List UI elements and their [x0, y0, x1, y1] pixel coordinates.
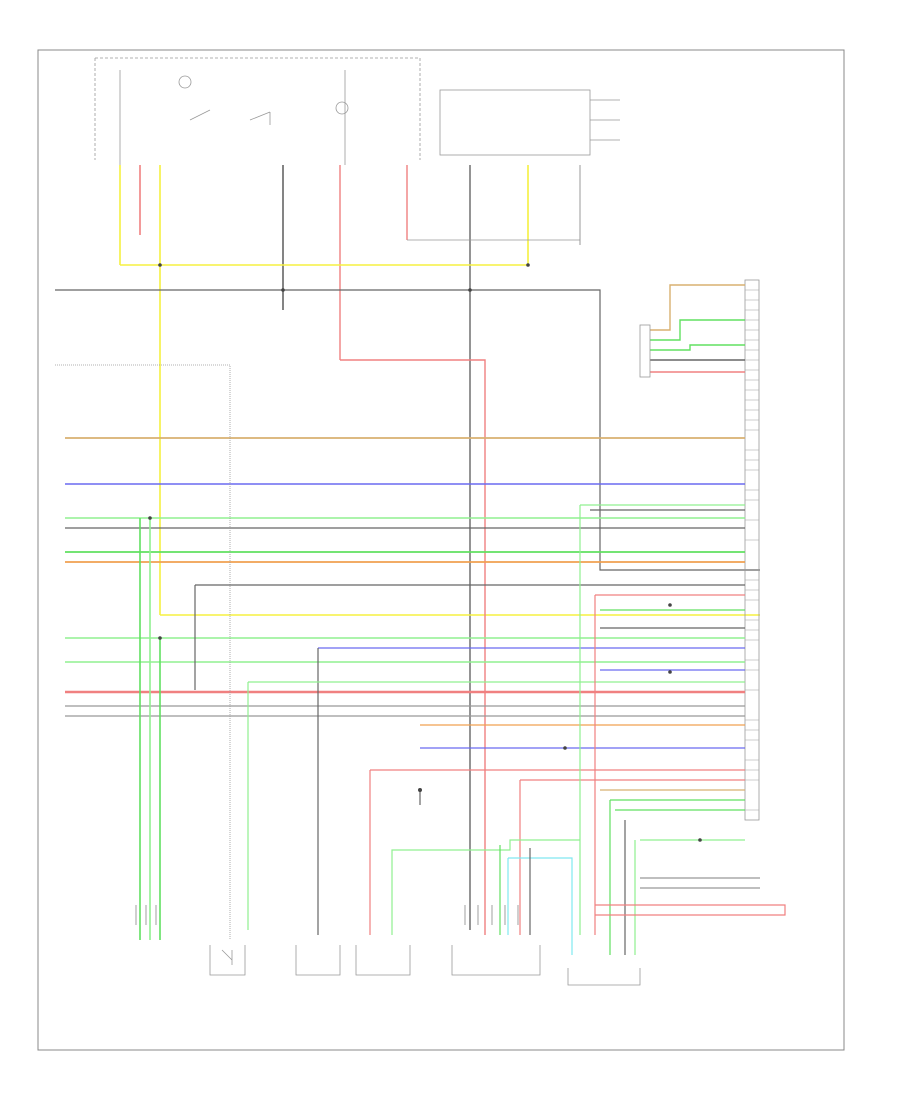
ground-bus — [55, 289, 760, 571]
sensor-connector-upper — [639, 324, 651, 378]
splice-dots — [148, 263, 702, 842]
bottom-component-5 — [567, 968, 641, 986]
right-side-runs — [194, 504, 745, 935]
ecm-connector-block — [744, 279, 760, 821]
lower-middle-wiring — [391, 790, 786, 955]
bottom-component-2 — [295, 945, 341, 976]
green-drop-wires — [139, 518, 161, 940]
relay-box-top-right — [439, 89, 591, 156]
dotted-feed — [55, 364, 231, 940]
bottom-components — [209, 945, 641, 986]
fuse-circle-icon — [178, 75, 192, 89]
top-fuse-feeds — [119, 70, 346, 165]
relay-box-leads — [590, 99, 620, 141]
diagram-frame — [37, 49, 845, 1051]
top-dashed-component-box — [94, 57, 421, 160]
switch-contacts — [189, 109, 271, 125]
upper-right-harness — [650, 284, 745, 373]
bottom-component-1 — [209, 945, 246, 976]
relay-coil-icon — [335, 101, 349, 115]
connector-pin-ticks — [745, 289, 759, 811]
red-relay-signal — [340, 359, 486, 935]
bottom-component-3 — [355, 945, 411, 976]
bottom-connector-stubs — [135, 905, 519, 925]
horizontal-signal-runs — [65, 437, 745, 717]
top-vertical-wires — [119, 165, 581, 930]
bottom-component-4 — [451, 945, 541, 976]
